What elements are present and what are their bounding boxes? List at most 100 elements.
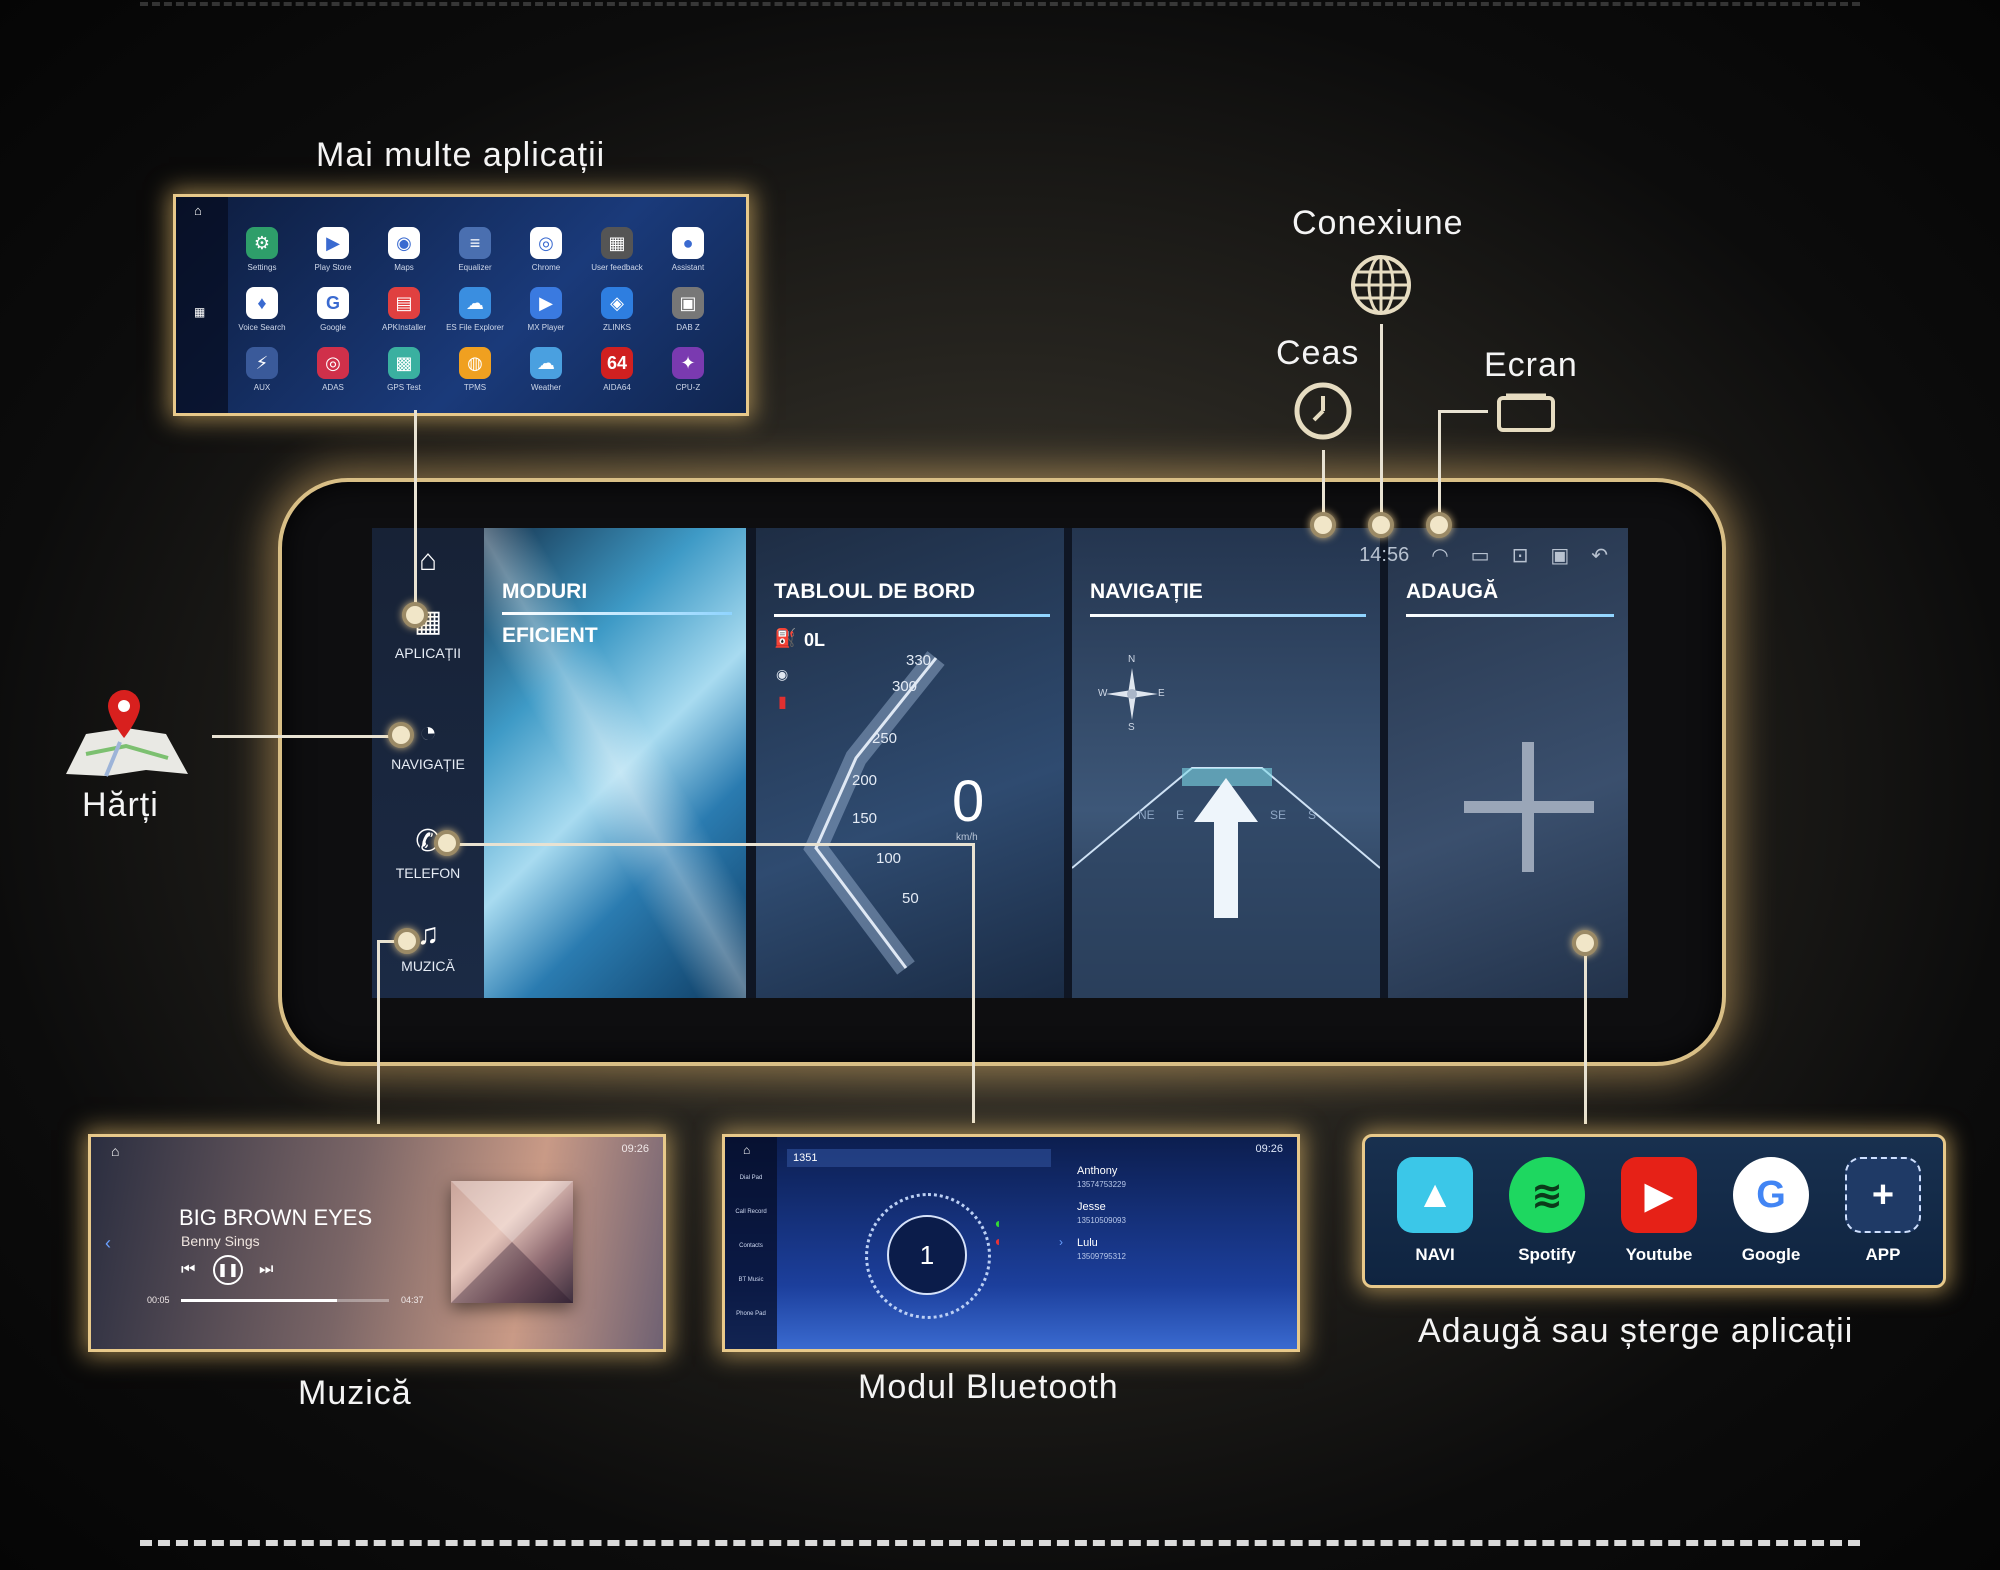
- addapp-label: NAVI: [1415, 1245, 1455, 1264]
- nav-item-apps[interactable]: ▦APLICAȚII: [372, 604, 484, 661]
- bottom-dashed-divider: [140, 1540, 1860, 1546]
- contact-name[interactable]: Anthony: [1077, 1165, 1118, 1177]
- app-icon[interactable]: ◎: [530, 227, 562, 259]
- temperature-icon: ▮: [778, 694, 787, 711]
- app-label: Chrome: [531, 263, 561, 272]
- card-navigation-underline: [1090, 614, 1366, 617]
- app-label: Equalizer: [458, 263, 492, 272]
- hangup-icon[interactable]: ◖: [993, 1233, 1002, 1249]
- home-icon[interactable]: ⌂: [194, 203, 202, 218]
- addapp-icon: ≋: [1509, 1157, 1585, 1233]
- app-icon[interactable]: ▦: [601, 227, 633, 259]
- app-icon[interactable]: ▩: [388, 347, 420, 379]
- addapp-item[interactable]: ≋ Spotify: [1505, 1157, 1589, 1265]
- compass-rose-icon: [1102, 664, 1162, 724]
- speed-tick-label: 100: [876, 850, 902, 867]
- bt-side-item[interactable]: Call Record: [735, 1209, 767, 1215]
- rotary-dial[interactable]: [865, 1193, 991, 1319]
- addapp-icon: G: [1733, 1157, 1809, 1233]
- screenshot-icon[interactable]: ⊡: [1511, 544, 1529, 567]
- app-icon[interactable]: ◎: [317, 347, 349, 379]
- app-label: Assistant: [671, 263, 705, 272]
- addapp-label: Youtube: [1625, 1245, 1693, 1264]
- contact-name[interactable]: Lulu: [1077, 1237, 1098, 1249]
- app-icon[interactable]: 64: [601, 347, 633, 379]
- card-add[interactable]: ADAUGĂ: [1388, 528, 1628, 998]
- app-icon[interactable]: ⚡: [246, 347, 278, 379]
- call-icon[interactable]: ◖: [993, 1215, 1002, 1231]
- app-icon[interactable]: ◉: [388, 227, 420, 259]
- addapp-item[interactable]: ▲NAVI: [1393, 1157, 1477, 1265]
- pause-icon[interactable]: ❚❚: [213, 1255, 243, 1285]
- home-icon[interactable]: ⌂: [111, 1143, 120, 1159]
- caption-screen: Ecran: [1484, 346, 1578, 384]
- callout-dot-add: [1572, 930, 1598, 956]
- app-icon[interactable]: ▶: [317, 227, 349, 259]
- addapp-label: Spotify: [1518, 1245, 1576, 1264]
- app-icon[interactable]: ▶: [530, 287, 562, 319]
- app-icon[interactable]: ✦: [672, 347, 704, 379]
- app-icon[interactable]: G: [317, 287, 349, 319]
- screen-icon: [1496, 392, 1556, 434]
- speed-value: 0: [952, 769, 985, 834]
- nav-item-navigation[interactable]: ◔NAVIGAȚIE: [372, 716, 484, 772]
- bt-side-item[interactable]: BT Music: [738, 1277, 764, 1283]
- contact-phone: 13509795312: [1077, 1252, 1126, 1261]
- app-icon[interactable]: ♦: [246, 287, 278, 319]
- add-plus-icon[interactable]: [1464, 742, 1594, 872]
- prev-track-icon[interactable]: ⏮: [181, 1261, 196, 1278]
- screen-toggle-icon[interactable]: ▭: [1470, 544, 1490, 567]
- app-icon[interactable]: ▣: [672, 287, 704, 319]
- card-navigation[interactable]: NAVIGAȚIE N W E S NE E SE S: [1072, 528, 1380, 998]
- addapp-label: APP: [1865, 1245, 1901, 1264]
- back-icon[interactable]: ↶: [1591, 544, 1608, 567]
- home-icon[interactable]: ⌂: [743, 1143, 751, 1157]
- apps-grid-icon[interactable]: ▦: [194, 305, 206, 319]
- bt-side-item[interactable]: Phone Pad: [736, 1311, 766, 1317]
- nav-item-phone[interactable]: ✆TELEFON: [372, 824, 484, 881]
- progress-track[interactable]: [181, 1299, 389, 1302]
- caption-clock: Ceas: [1276, 334, 1360, 372]
- addapp-item[interactable]: +APP: [1841, 1157, 1925, 1265]
- compass-e: E: [1158, 688, 1165, 699]
- compass-icon: ◔: [418, 716, 438, 749]
- app-icon[interactable]: ≡: [459, 227, 491, 259]
- chevron-right-icon[interactable]: ›: [1059, 1235, 1063, 1249]
- contact-name[interactable]: Jesse: [1077, 1201, 1106, 1213]
- speed-tick-label: 50: [902, 890, 919, 907]
- next-track-icon[interactable]: ⏭: [259, 1261, 274, 1278]
- status-bar: 14:56 ◠ ▭ ⊡ ▣ ↶: [1359, 538, 1608, 572]
- hd-icon[interactable]: ▣: [1550, 544, 1570, 567]
- nav-item-music[interactable]: ♫MUZICĂ: [372, 918, 484, 974]
- app-icon[interactable]: ☁: [459, 287, 491, 319]
- card-modes-subtitle: EFICIENT: [502, 624, 598, 647]
- speed-arc: [803, 651, 945, 975]
- rotary-dial-center[interactable]: 1: [887, 1215, 967, 1295]
- dial-number-field[interactable]: 1351: [787, 1149, 1051, 1167]
- app-icon[interactable]: ⚙: [246, 227, 278, 259]
- app-icon[interactable]: ☁: [530, 347, 562, 379]
- bt-side-item[interactable]: Dial Pad: [739, 1175, 763, 1181]
- bt-side-item[interactable]: Contacts: [739, 1243, 763, 1249]
- app-icon[interactable]: ▤: [388, 287, 420, 319]
- chevron-left-icon[interactable]: ‹: [105, 1233, 111, 1253]
- ice-texture: [484, 528, 746, 998]
- app-icon[interactable]: ●: [672, 227, 704, 259]
- app-label: MX Player: [527, 323, 565, 332]
- callout-line-screen-h: [1438, 410, 1488, 413]
- callout-line-phone-h: [450, 843, 973, 846]
- card-modes[interactable]: MODURI EFICIENT: [484, 528, 746, 998]
- app-icon[interactable]: ◍: [459, 347, 491, 379]
- home-button[interactable]: ⌂: [372, 544, 484, 584]
- speed-tick-label: 330: [906, 652, 932, 669]
- app-icon[interactable]: ◈: [601, 287, 633, 319]
- caption-add-remove-apps: Adaugă sau șterge aplicații: [1418, 1312, 1854, 1350]
- addapp-item[interactable]: ▶ Youtube: [1617, 1157, 1701, 1265]
- callout-line-apps: [414, 410, 417, 610]
- addapp-icon: ▶: [1621, 1157, 1697, 1233]
- app-label: ES File Explorer: [446, 323, 504, 332]
